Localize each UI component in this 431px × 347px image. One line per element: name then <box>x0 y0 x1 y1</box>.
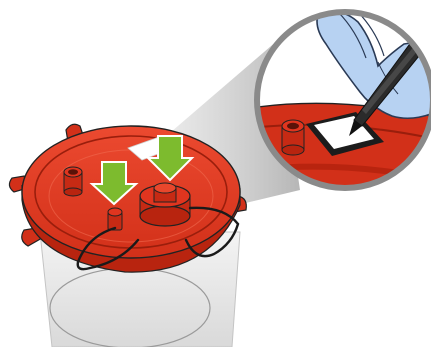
hinged-cap <box>140 183 190 226</box>
tethered-plug <box>108 208 122 230</box>
side-port <box>64 167 82 196</box>
